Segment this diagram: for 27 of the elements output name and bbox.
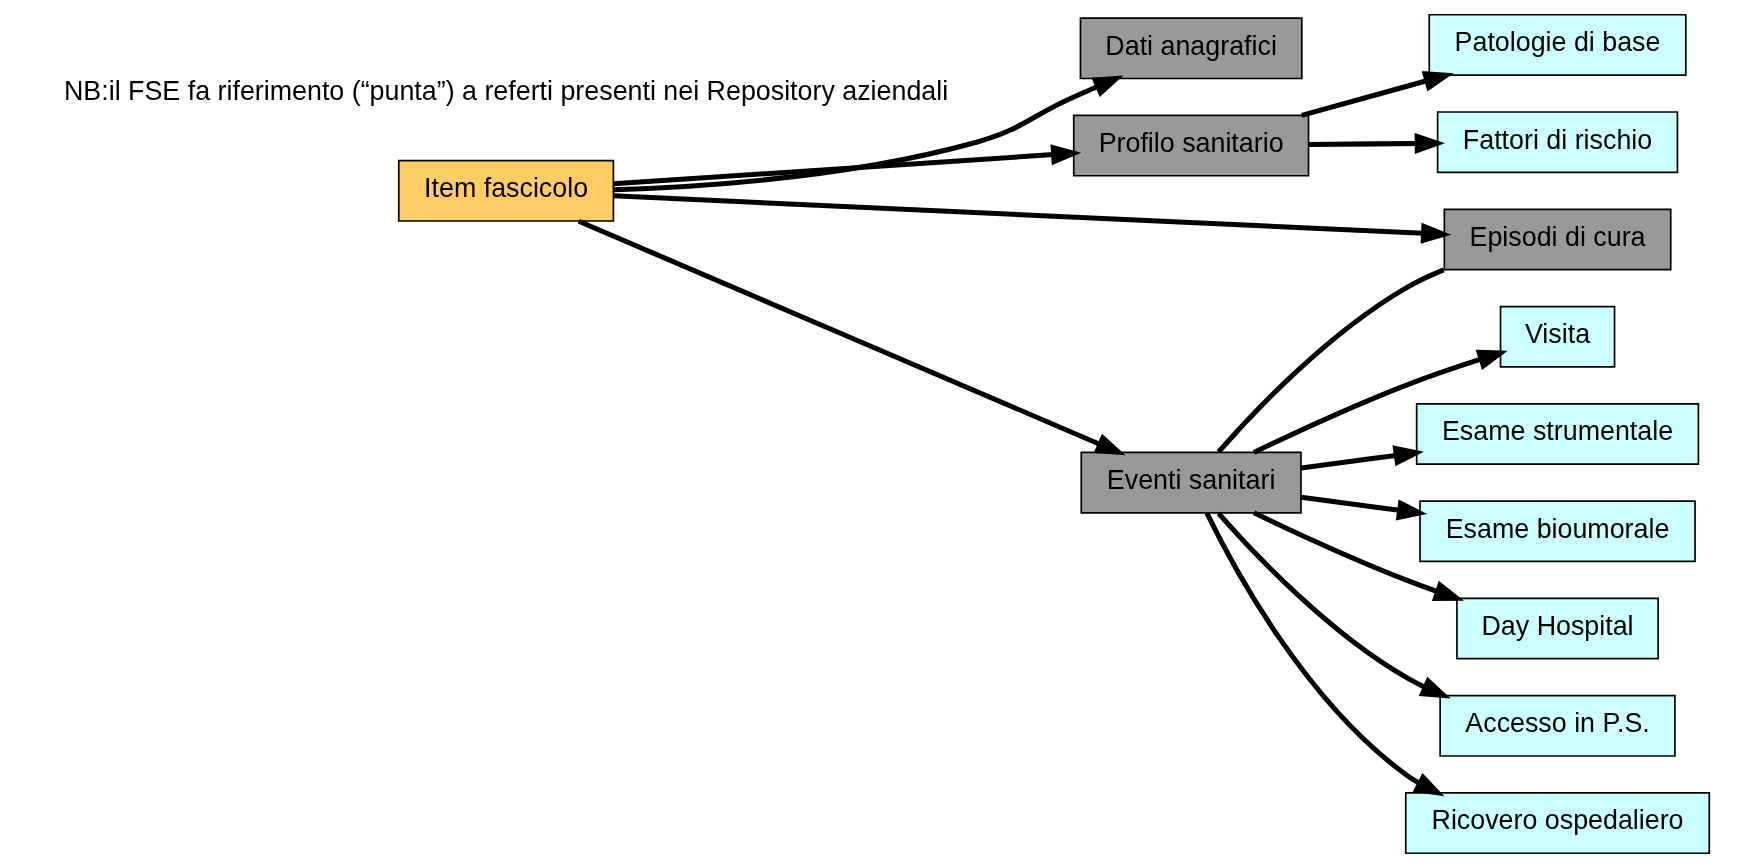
node-box: Patologie di base (1427, 13, 1687, 76)
arrow (612, 193, 1451, 244)
arrow (1252, 349, 1508, 455)
node-box: Ricovero ospedaliero (1404, 792, 1710, 855)
node-box: Accesso in P.S. (1438, 694, 1676, 757)
node-box: Item fascicolo (397, 159, 614, 222)
arrow (1300, 71, 1454, 118)
node-box: Dati anagrafici (1079, 17, 1303, 80)
arrow (1308, 132, 1445, 155)
arrow (1204, 512, 1444, 797)
connector (1216, 267, 1445, 454)
node-box: Day Hospital (1455, 597, 1659, 660)
arrow (577, 218, 1126, 456)
node-box: Episodi di cura (1443, 208, 1672, 271)
node-box: Esame strumentale (1415, 403, 1699, 465)
node-box: Profilo sanitario (1072, 114, 1309, 177)
node-box: Visita (1499, 305, 1615, 368)
label: NB:il FSE fa riferimento (“punta”) a referti presenti nei Repository aziendali (63, 75, 948, 106)
node-box: Fattori di rischio (1436, 111, 1678, 174)
node-box: Esame bioumorale (1418, 500, 1696, 563)
arrow (1300, 445, 1424, 471)
node-box: Eventi sanitari (1079, 451, 1302, 514)
arrow (613, 75, 1123, 193)
arrow (1216, 511, 1451, 699)
arrow (612, 144, 1081, 187)
arrow (1300, 494, 1427, 521)
arrow (1252, 510, 1464, 601)
